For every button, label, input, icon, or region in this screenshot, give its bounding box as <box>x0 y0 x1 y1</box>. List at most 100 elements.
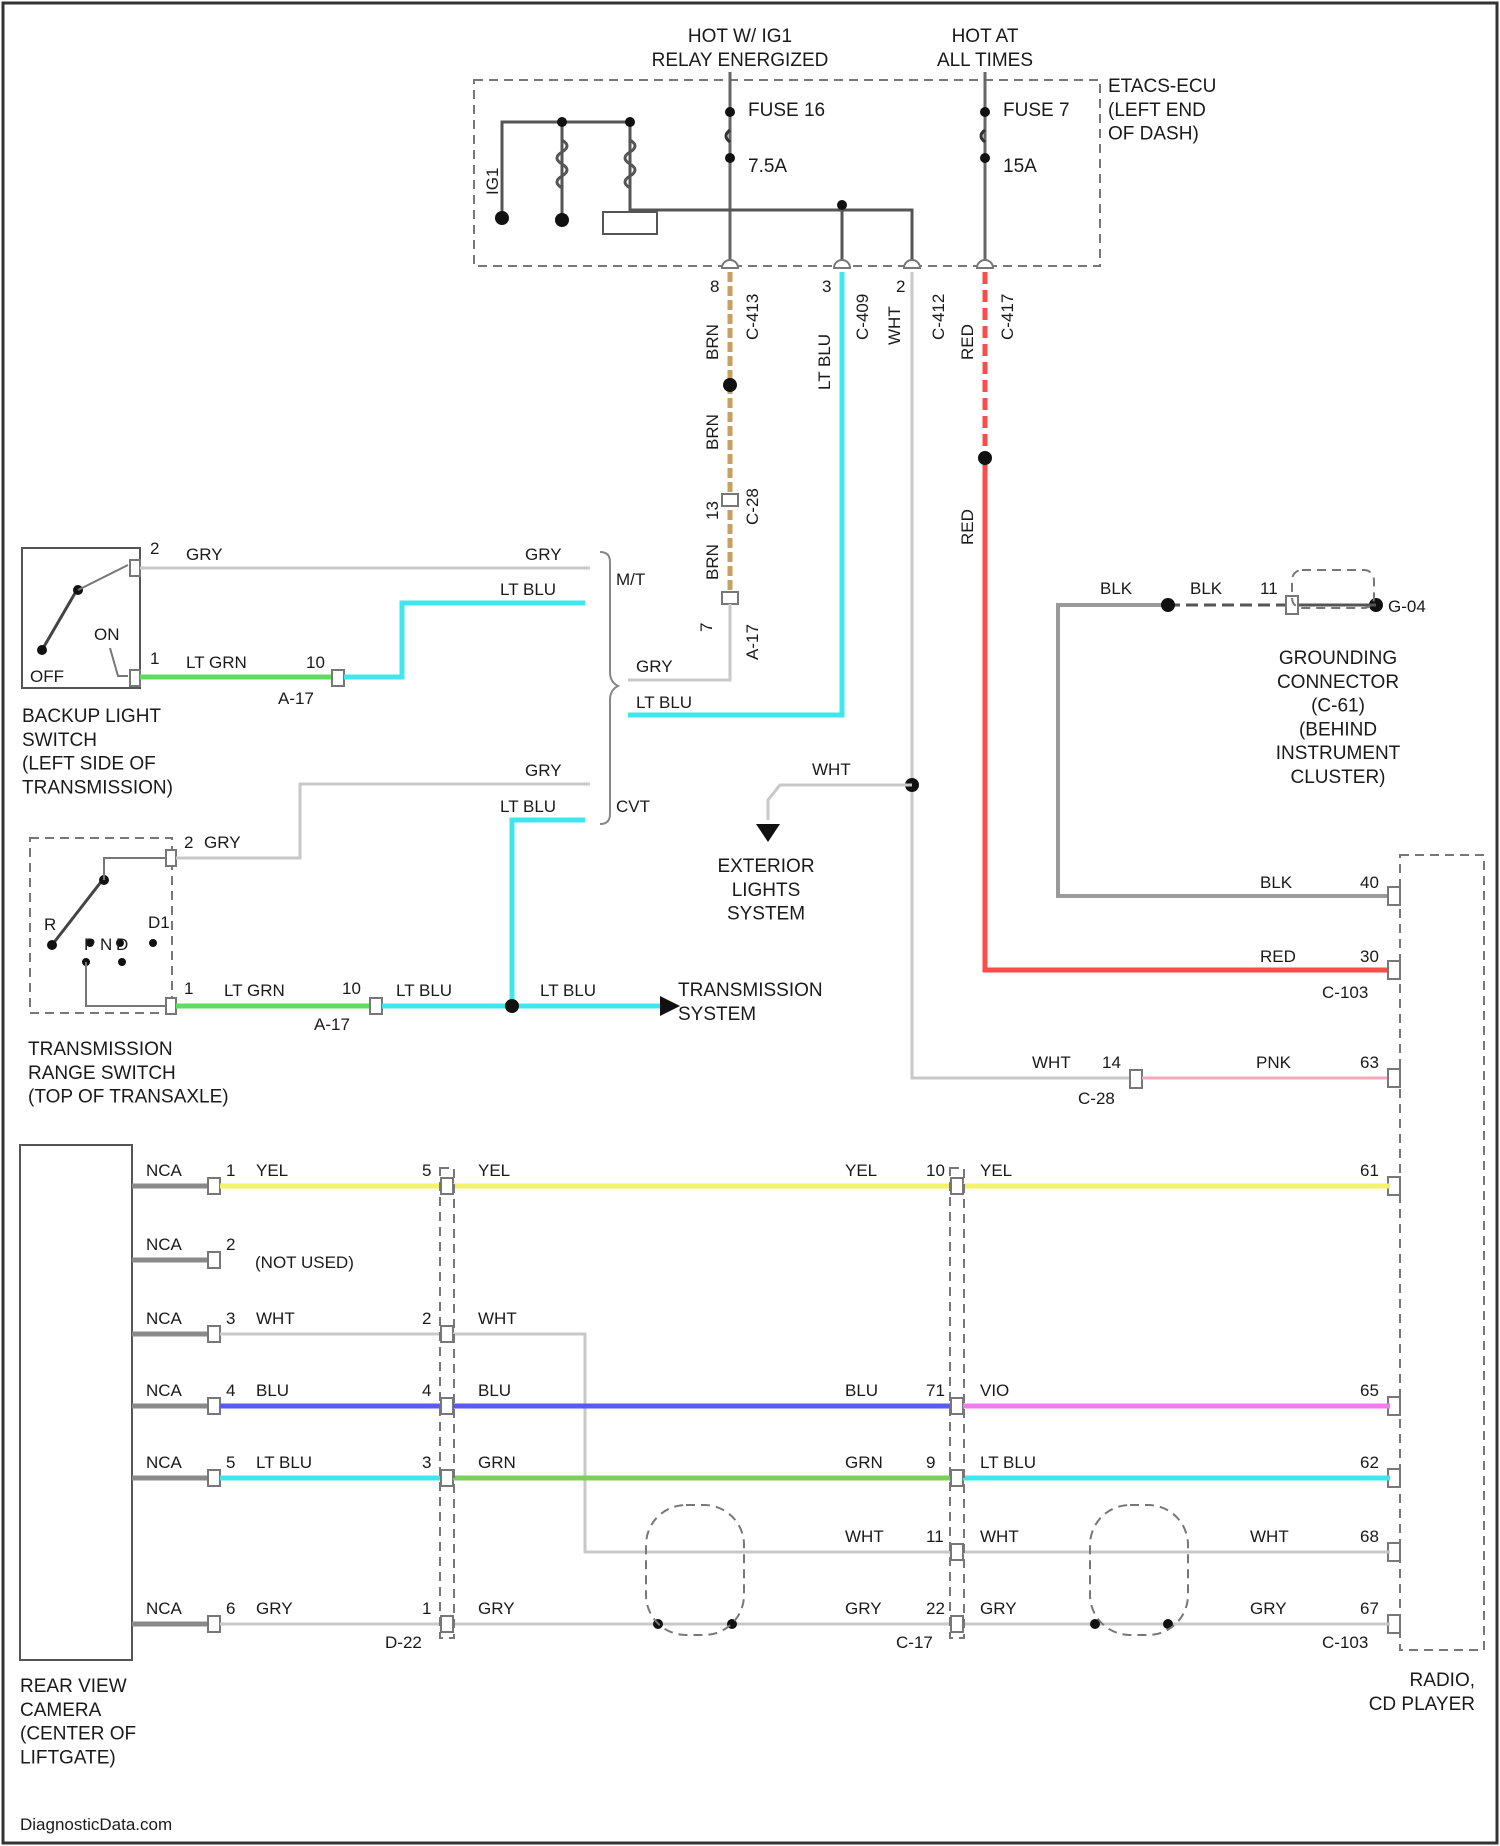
shield-oval-right <box>1090 1505 1188 1635</box>
rear-view-camera-box <box>20 1145 132 1660</box>
ltblu-vert-label: LT BLU <box>815 334 834 390</box>
a17-pin-7-label: 7 <box>697 623 716 632</box>
backup-pin-1 <box>130 670 140 686</box>
ground-blk-label-2: BLK <box>1190 579 1223 598</box>
camera-wht-route <box>453 1334 950 1552</box>
ground-title: GROUNDINGCONNECTOR(C-61)(BEHINDINSTRUMEN… <box>1276 648 1401 788</box>
backup-gry-right-label: GRY <box>525 545 562 564</box>
not-used-label: (NOT USED) <box>255 1253 354 1272</box>
range-a17-conn: A-17 <box>314 1015 350 1034</box>
fuse-7: FUSE 7 15A <box>980 72 1070 260</box>
merge-ltblu-label: LT BLU <box>636 693 692 712</box>
camera-wire-color-2: YEL <box>478 1161 510 1180</box>
relay-coil-label: IG1 <box>483 168 502 195</box>
d22-pin <box>441 1470 453 1486</box>
radio-pin <box>1388 1069 1400 1087</box>
d22-pin-label: 5 <box>422 1161 431 1180</box>
camera-pin-label: 4 <box>226 1381 235 1400</box>
range-ltblu-right-label: LT BLU <box>500 797 556 816</box>
conn-d22-label: D-22 <box>385 1633 422 1652</box>
range-a17-pin <box>370 998 382 1014</box>
camera-wire-color-2: WHT <box>478 1309 517 1328</box>
camera-pin-label: 1 <box>226 1161 235 1180</box>
camera-pin <box>208 1178 220 1194</box>
camera-wire-color-1: LT BLU <box>256 1453 312 1472</box>
ecu-pin-3: 3 <box>822 277 831 296</box>
ground-connector-id: G-04 <box>1388 597 1426 616</box>
fuse-16: FUSE 16 7.5A <box>725 72 825 260</box>
c28-pin <box>722 494 738 506</box>
camera-title: REAR VIEWCAMERA(CENTER OFLIFTGATE) <box>20 1676 136 1768</box>
conn-c103-label: C-103 <box>1322 1633 1368 1652</box>
wire-range-ltblu-branch <box>512 820 585 1006</box>
camera-wire-color-2: GRN <box>478 1453 516 1472</box>
brn-label-2: BRN <box>703 414 722 450</box>
range-ltgrn-label: LT GRN <box>224 981 285 1000</box>
backup-pin-2 <box>130 560 140 576</box>
c17-pin-label: 22 <box>926 1599 945 1618</box>
c17-pin-label: 71 <box>926 1381 945 1400</box>
fuse-7-rating: 15A <box>1003 156 1037 177</box>
range-pin-2 <box>166 850 176 866</box>
range-pos-r: R <box>44 915 56 934</box>
exterior-wht-label: WHT <box>812 760 851 779</box>
range-pin-1-label: 1 <box>184 979 193 998</box>
backup-a17-pin-label: 10 <box>306 653 325 672</box>
ground-connector-box <box>1292 570 1374 608</box>
camera-wire-color-2r: GRY <box>845 1599 882 1618</box>
range-ltblu-label-2: LT BLU <box>540 981 596 1000</box>
camera-wire-color-3: YEL <box>980 1161 1012 1180</box>
camera-pin <box>208 1470 220 1486</box>
range-a17-pin-label: 10 <box>342 979 361 998</box>
camera-pin <box>208 1616 220 1632</box>
radio-pnk-label: PNK <box>1256 1053 1292 1072</box>
range-pin-2-label: 2 <box>184 833 193 852</box>
range-pin-1 <box>166 998 176 1014</box>
red-label-2: RED <box>958 509 977 545</box>
transmission-arrow-icon <box>660 996 680 1016</box>
radio-c28-label: C-28 <box>1078 1089 1115 1108</box>
camera-nca-label: NCA <box>146 1453 183 1472</box>
radio-pins <box>1388 887 1400 1633</box>
range-pos-p: P <box>84 935 95 954</box>
camera-wire-color-3: GRY <box>980 1599 1017 1618</box>
camera-wire-color-3: VIO <box>980 1381 1009 1400</box>
camera-nca-label: NCA <box>146 1381 183 1400</box>
camera-pin-label: 3 <box>226 1309 235 1328</box>
brn-label-3: BRN <box>703 544 722 580</box>
backup-a17-conn: A-17 <box>278 689 314 708</box>
camera-pin-label: 6 <box>226 1599 235 1618</box>
camera-nca-label: NCA <box>146 1309 183 1328</box>
footer-watermark: DiagnosticData.com <box>20 1815 172 1834</box>
d22-pin <box>441 1178 453 1194</box>
radio-pin-label: 67 <box>1360 1599 1379 1618</box>
backup-ltgrn-label: LT GRN <box>186 653 247 672</box>
wire-exterior-wht <box>768 785 912 820</box>
d22-pin-label: 2 <box>422 1309 431 1328</box>
d22-pin-label: 3 <box>422 1453 431 1472</box>
ecu-conn-c412: C-412 <box>929 294 948 340</box>
camera-wire-color-3: LT BLU <box>980 1453 1036 1472</box>
ecu-conn-c413: C-413 <box>743 294 762 340</box>
conn-c17-label: C-17 <box>896 1633 933 1652</box>
c28-wht-pin <box>1130 1070 1142 1088</box>
camera-wire-color-1: BLU <box>256 1381 289 1400</box>
fuse-16-rating: 7.5A <box>748 156 787 177</box>
d22-pin <box>441 1616 453 1632</box>
cvt-label: CVT <box>616 797 650 816</box>
ground-pin-label: 11 <box>1260 579 1278 598</box>
range-pos-n: N <box>100 935 112 954</box>
radio-wht-pin: 14 <box>1102 1053 1121 1072</box>
camera-wire-color-3r: GRY <box>1250 1599 1287 1618</box>
d22-pin-label: 4 <box>422 1381 431 1400</box>
camera-wire-color-3r: WHT <box>1250 1527 1289 1546</box>
camera-wire-color-2: GRY <box>478 1599 515 1618</box>
radio-connector-top: C-103 <box>1322 983 1368 1002</box>
range-pos-d1: D1 <box>148 913 170 932</box>
a17-pin-7 <box>722 592 738 604</box>
brn-label-1: BRN <box>703 324 722 360</box>
